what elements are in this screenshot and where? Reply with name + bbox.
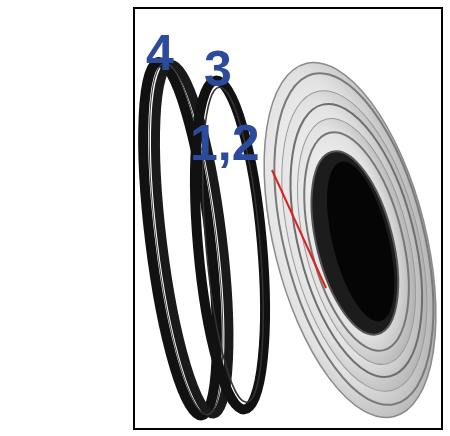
callout-number: 3 bbox=[204, 44, 232, 94]
callout-number: 1,2 bbox=[190, 118, 260, 168]
ring-3 bbox=[184, 78, 277, 412]
callout-number: 4 bbox=[146, 28, 174, 78]
ring-disc bbox=[232, 45, 450, 435]
leader-line bbox=[272, 170, 326, 288]
